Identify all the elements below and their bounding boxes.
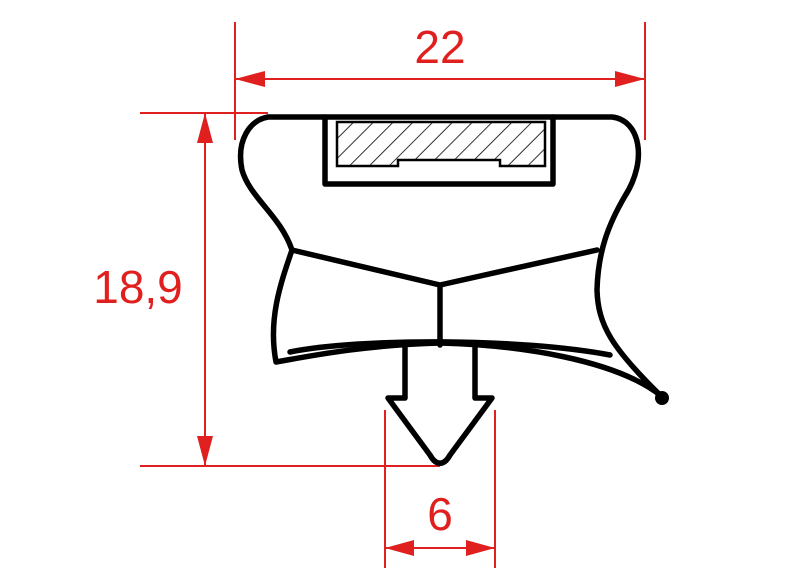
width-arrow-right: [615, 71, 645, 87]
width-arrow-left: [235, 71, 265, 87]
magnet-insert: [335, 120, 547, 168]
base-dimension-label: 6: [427, 488, 453, 540]
magnet-pocket: [322, 114, 556, 187]
width-dimension-label: 22: [414, 21, 465, 73]
height-arrow-bottom: [197, 436, 213, 466]
base-arrow-left: [385, 540, 414, 556]
gasket-foot: [385, 341, 495, 466]
base-arrow-right: [466, 540, 495, 556]
height-dimension-label: 18,9: [93, 261, 183, 313]
gasket-end-bead: [655, 391, 669, 405]
gasket-inner-wall: [289, 247, 600, 288]
gasket-profile: [237, 114, 663, 466]
height-arrow-top: [197, 113, 213, 143]
dimension-lines: [140, 22, 646, 568]
